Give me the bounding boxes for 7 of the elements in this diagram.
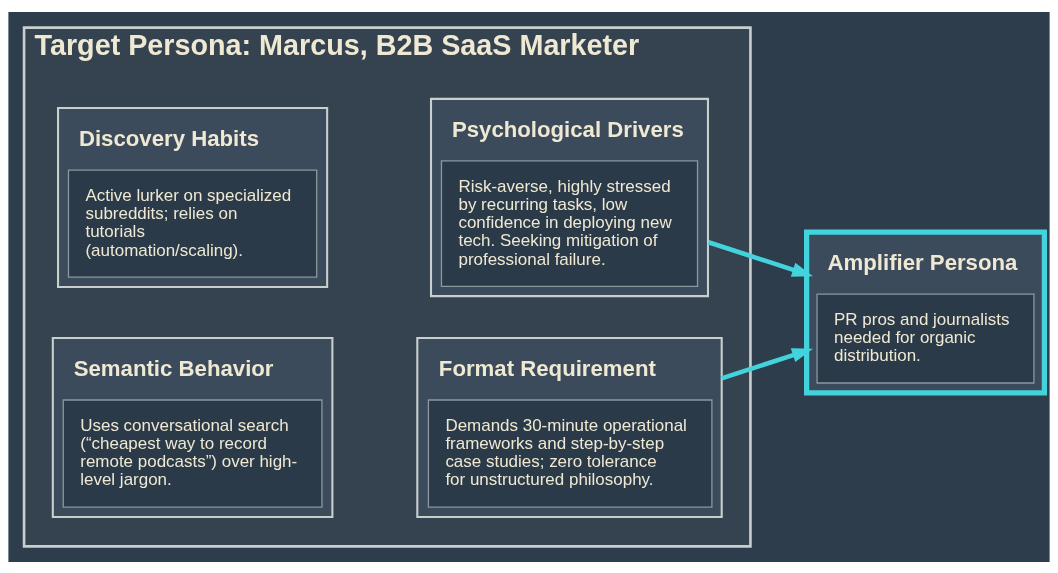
node-box: Format Requirement Demands 30-minute operational frameworks and step-by-step case studies; zero tolerance for unstructured philosophy.: [416, 336, 723, 518]
node-box: Semantic Behavior Uses conversational search (“cheapest way to record remote podcasts”) over high-level jargon.: [51, 336, 334, 518]
node-box: Psychological Drivers Risk-averse, highly stressed by recurring tasks, low confidence in deploying new tech. Seeking mitigation of professional failure.: [429, 97, 710, 297]
arrow: [707, 239, 813, 277]
node-box: Amplifier Persona PR pros and journalists needed for organic distribution.: [804, 229, 1047, 395]
arrow: [721, 347, 813, 380]
node-box: Discovery Habits Active lurker on specialized subreddits; relies on tutorials (automation/scaling).: [57, 106, 329, 288]
